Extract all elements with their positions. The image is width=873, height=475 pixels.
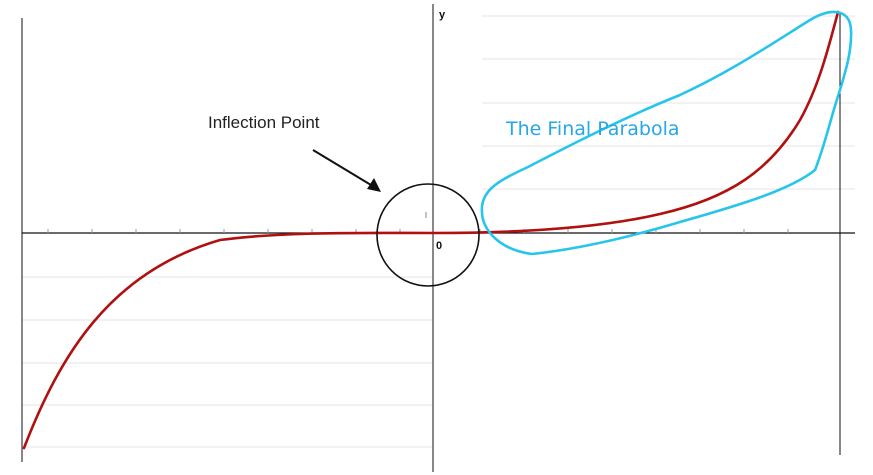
inflection-arrow <box>312 149 381 192</box>
grid-left <box>22 276 432 448</box>
y-axis-label: y <box>439 9 446 21</box>
final-parabola-highlight <box>480 10 853 256</box>
cubic-curve <box>22 10 840 450</box>
grid-right <box>482 15 855 190</box>
final-parabola-label: The Final Parabola <box>505 118 680 140</box>
inflection-point-label: Inflection Point <box>208 113 320 132</box>
origin-label: 0 <box>436 240 442 252</box>
inflection-circle <box>376 183 480 287</box>
